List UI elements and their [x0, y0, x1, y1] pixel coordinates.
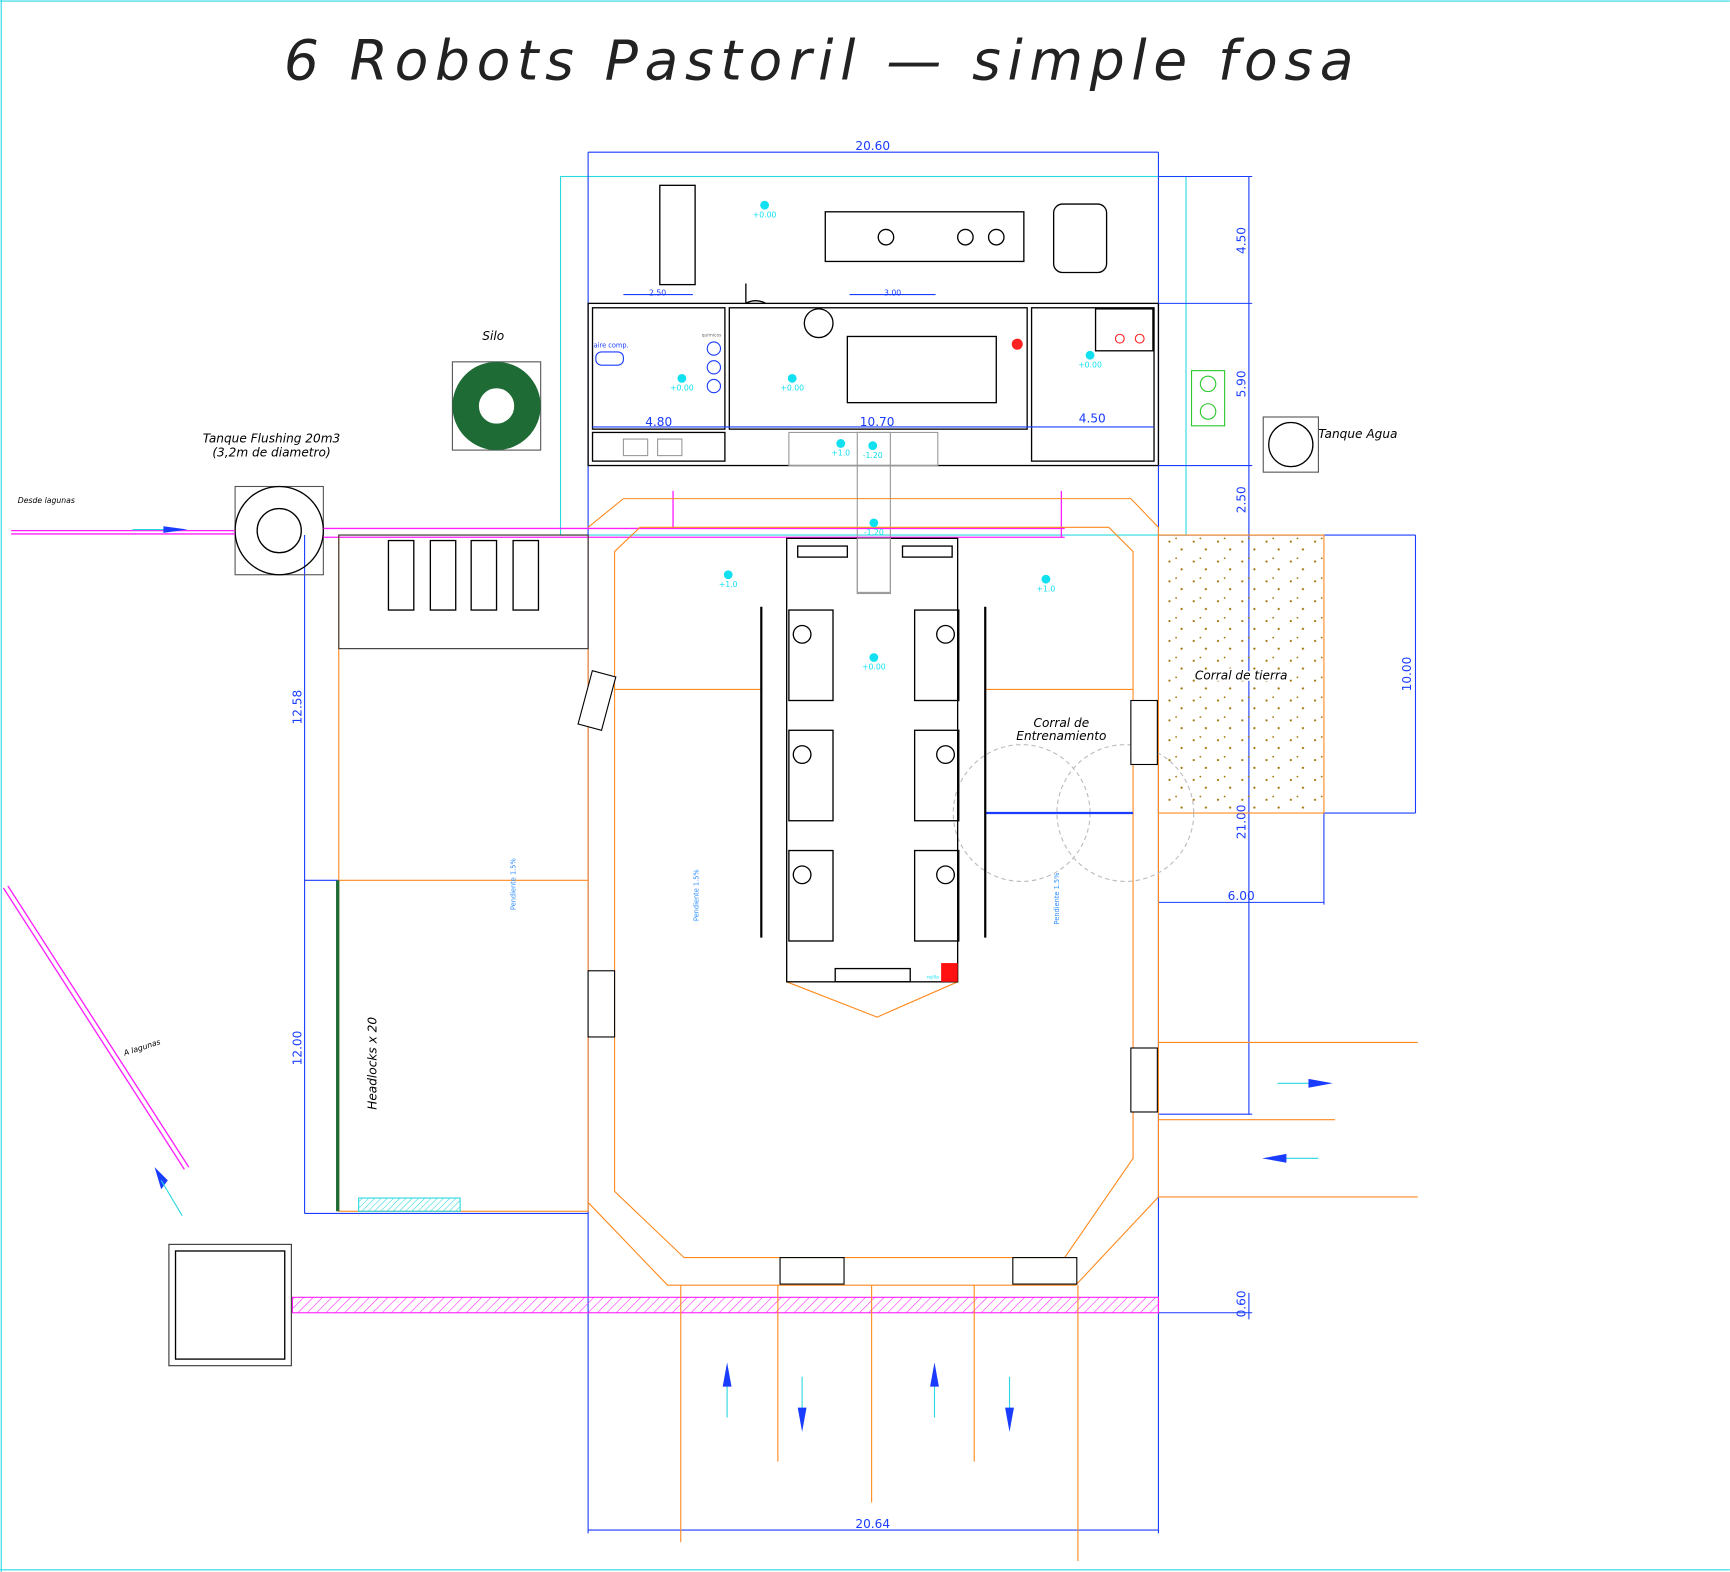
- label-pendiente-center: Pendiente 1.5%: [692, 869, 700, 921]
- water-tank: Tanque Agua: [1262, 416, 1397, 473]
- dim-right-0-60: 0.60: [1235, 1290, 1249, 1317]
- dimensions: 20.60 20.64 4.50 5.90 2.50 21.00 6.00 0.…: [290, 139, 1417, 1531]
- robot-icon: [788, 849, 834, 942]
- room-compressor: [591, 307, 726, 430]
- drawing-title: 6 Robots Pastoril — simple fosa: [284, 29, 1360, 93]
- elev-pit-mid: -1.20: [864, 528, 884, 537]
- dim-left-12-58: 12.58: [290, 690, 304, 725]
- label-corral-entrenamiento-2: Entrenamiento: [1016, 729, 1106, 743]
- calf-pens: Headlocks x 20: [336, 534, 589, 1212]
- training-corral: Corral de Entrenamiento: [952, 716, 1195, 882]
- yard-walls: [338, 498, 1418, 1561]
- label-tanque-agua: Tanque Agua: [1318, 427, 1397, 441]
- effluent-pit: [168, 1243, 292, 1367]
- elev-stair: +1.0: [831, 449, 850, 458]
- dirt-corral: Corral de tierra: [1157, 534, 1325, 814]
- flushing-tank: Tanque Flushing 20m3 (3,2m de diametro): [203, 431, 341, 576]
- robot-icon: [913, 729, 960, 822]
- robot-icon: [913, 849, 960, 942]
- label-aire-comp: aire comp.: [594, 341, 629, 349]
- silo: Silo: [451, 329, 542, 451]
- dim-right-2-50: 2.50: [1235, 486, 1249, 513]
- gates: [577, 670, 1158, 1285]
- dim-room-4-80: 4.80: [645, 415, 672, 429]
- dim-door-3-00: 3.00: [884, 289, 901, 298]
- label-corral-entrenamiento-1: Corral de: [1034, 716, 1090, 730]
- dim-right-6-00: 6.00: [1228, 889, 1255, 903]
- milk-tank: [846, 335, 997, 404]
- slope-labels: Pendiente 1.5% Pendiente 1.5% Pendiente …: [509, 858, 1061, 924]
- elevation-markers: +0.00 +0.00 +0.00 +0.00 +1.0 -1.20 -1.20…: [670, 200, 1102, 672]
- elev-room2: +0.00: [780, 384, 804, 393]
- dim-corral-10-00: 10.00: [1400, 657, 1414, 692]
- dim-door-2-50: 2.50: [649, 289, 666, 298]
- label-pendiente-right: Pendiente 1.5%: [1053, 873, 1061, 925]
- dim-right-4-50: 4.50: [1235, 227, 1249, 254]
- elev-parlor: +0.00: [862, 663, 886, 672]
- label-rejilla: rejilla: [927, 975, 939, 981]
- label-pendiente-left: Pendiente 1.5%: [509, 858, 517, 910]
- robot-icon: [913, 609, 960, 702]
- label-silo: Silo: [482, 329, 504, 343]
- elev-side-left: +1.0: [719, 580, 738, 589]
- label-tanque-flushing-diam: (3,2m de diametro): [212, 446, 330, 460]
- room-tank: [728, 307, 1028, 430]
- elev-side-right: +1.0: [1037, 584, 1056, 593]
- room-office: [1030, 307, 1155, 462]
- elev-room1: +0.00: [670, 384, 694, 393]
- robot-icon: [788, 609, 834, 702]
- label-quimicos: químicos: [702, 331, 722, 338]
- label-tanque-flushing: Tanque Flushing 20m3: [203, 431, 341, 445]
- elev-yard: +0.00: [753, 210, 777, 219]
- dim-top-width: 20.60: [855, 139, 890, 153]
- robot-icon: [788, 729, 834, 822]
- elev-room3: +0.00: [1078, 360, 1102, 369]
- dim-room-10-70: 10.70: [860, 415, 895, 429]
- pipes: Desde lagunas A lagunas: [2, 490, 1159, 1314]
- label-corral-tierra: Corral de tierra: [1195, 669, 1288, 683]
- dim-right-5-90: 5.90: [1235, 370, 1249, 397]
- label-a-lagunas: A lagunas: [122, 1037, 162, 1058]
- flow-arrows: [132, 526, 1333, 1432]
- dim-bottom-width: 20.64: [855, 1517, 890, 1531]
- label-headlocks: Headlocks x 20: [365, 1017, 379, 1110]
- arrow-up-icon: [154, 1167, 168, 1190]
- milk-truck-icon: [824, 211, 1025, 263]
- robot-parlor: rejilla: [760, 537, 987, 983]
- service-building: [559, 152, 1226, 1534]
- truck-icon: [659, 184, 696, 286]
- elev-pit-top: -1.20: [863, 451, 883, 460]
- label-desde-lagunas: Desde lagunas: [18, 496, 75, 505]
- dim-room-4-50: 4.50: [1079, 412, 1106, 426]
- dim-left-12-00: 12.00: [290, 1031, 304, 1066]
